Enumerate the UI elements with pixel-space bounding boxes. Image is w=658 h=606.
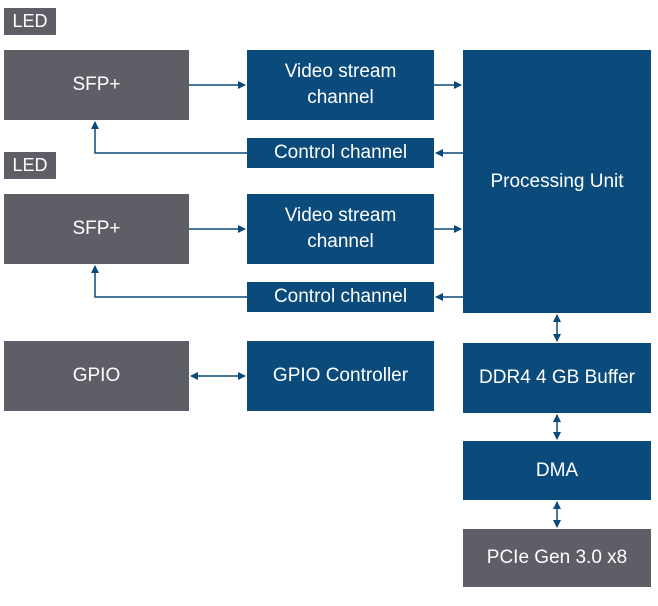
led-tag-2: LED	[4, 152, 56, 179]
video-stream-channel-1: Video stream channel	[247, 50, 434, 120]
control-channel-2: Control channel	[247, 282, 434, 312]
led-tag-1: LED	[4, 8, 56, 35]
video-stream-channel-2: Video stream channel	[247, 194, 434, 264]
ddr4-buffer-block: DDR4 4 GB Buffer	[463, 343, 651, 413]
gpio-block: GPIO	[4, 341, 189, 411]
processing-unit-block: Processing Unit	[463, 50, 651, 313]
arrow-control2-to-sfp2	[91, 265, 247, 298]
dma-block: DMA	[463, 441, 651, 500]
control-channel-1: Control channel	[247, 138, 434, 168]
arrow-control1-to-sfp1	[91, 121, 247, 154]
pcie-block: PCIe Gen 3.0 x8	[463, 529, 651, 587]
gpio-controller-block: GPIO Controller	[247, 341, 434, 411]
sfp-port-2: SFP+	[4, 194, 189, 264]
sfp-port-1: SFP+	[4, 50, 189, 120]
